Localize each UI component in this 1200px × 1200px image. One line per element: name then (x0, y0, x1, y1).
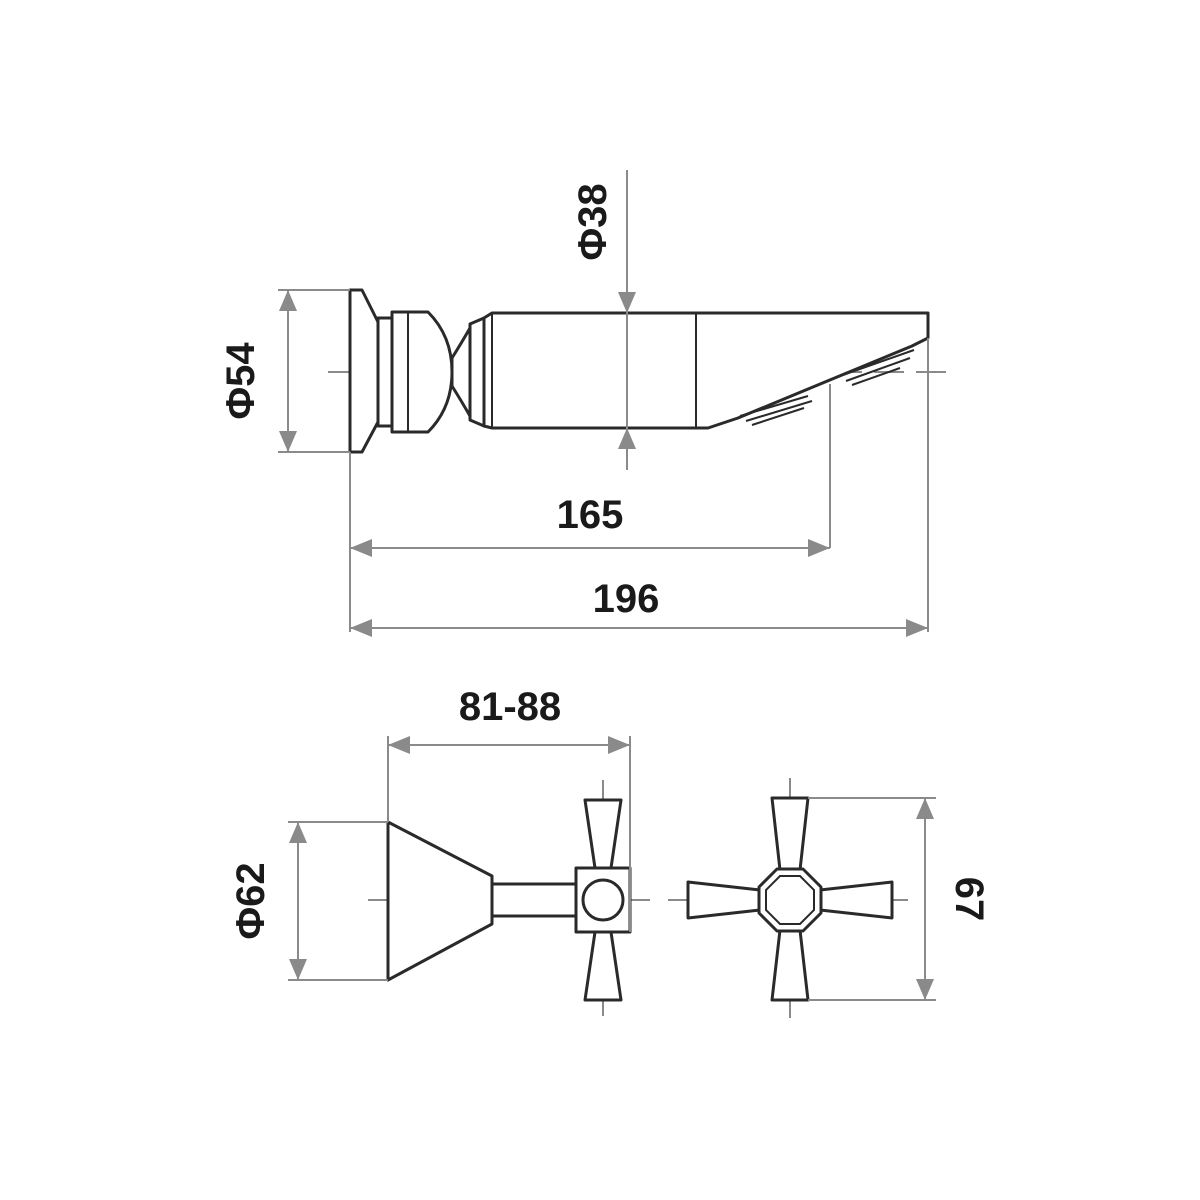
shower-head-side-view (328, 288, 948, 454)
tap-side-view (368, 780, 660, 1016)
label-diameter-38: Φ38 (571, 183, 615, 260)
wall-flange (348, 288, 380, 454)
tap-front-arm-bottom (770, 928, 810, 1002)
tap-front-arm-left (686, 880, 762, 920)
tap-front-view (668, 778, 912, 1020)
collar-ring (468, 316, 486, 428)
label-diameter-54: Φ54 (219, 342, 263, 420)
nozzle-ridges (739, 349, 915, 426)
shower-body (482, 311, 930, 430)
label-length-196: 196 (593, 577, 660, 621)
collar (450, 326, 472, 418)
tap-front-arm-right (818, 880, 894, 920)
dimension-range-81-88: 81-88 (387, 685, 631, 932)
dimension-diameter-38: Φ38 (571, 170, 636, 470)
label-diameter-62: Φ62 (229, 862, 273, 939)
dimension-length-165: 165 (349, 384, 831, 632)
tap-front-arm-top (770, 796, 810, 872)
label-length-165: 165 (557, 493, 624, 537)
tap-hub-circle (581, 878, 625, 922)
label-height-67: 67 (947, 877, 991, 922)
tap-cone-flange (386, 820, 494, 982)
tap-front-octagon-hub (757, 867, 823, 933)
tap-spindle (490, 882, 578, 918)
flange-neck (376, 316, 394, 428)
ball-joint (390, 310, 454, 434)
tap-front-octagon-inner (765, 875, 815, 925)
dimension-height-67: 67 (808, 797, 991, 1001)
dimension-length-196: 196 (350, 338, 929, 637)
label-range-81-88: 81-88 (459, 685, 561, 729)
tap-handle-arm-lower (583, 930, 623, 1002)
dimension-diameter-54: Φ54 (219, 289, 350, 453)
tap-handle-arm-upper (583, 798, 623, 870)
dimension-diameter-62: Φ62 (229, 821, 388, 981)
